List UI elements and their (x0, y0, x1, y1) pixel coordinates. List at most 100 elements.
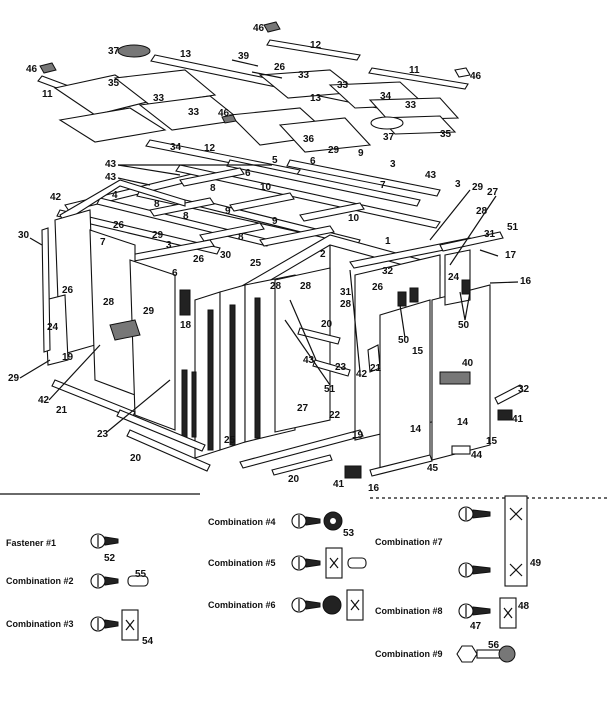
callout-23: 23 (335, 362, 347, 373)
hardware-legend: Fastener #1 52 Combination #2 55 Combina… (6, 495, 542, 663)
roof-strip-39 (231, 59, 259, 67)
callout-39: 39 (238, 51, 250, 62)
screw-washer-plate-icon (291, 589, 364, 621)
callout-42: 42 (356, 369, 368, 380)
screw-long-plate-icon (458, 495, 528, 587)
callout-43: 43 (105, 159, 117, 170)
vent-37-left (117, 44, 151, 58)
callout-3: 3 (166, 240, 172, 251)
callout-2: 2 (320, 249, 326, 260)
callout-26: 26 (372, 282, 384, 293)
callout-9: 9 (358, 148, 364, 159)
wall-panel-28-left (89, 229, 136, 396)
callout-17: 17 (505, 250, 517, 261)
combination-8-label: Combination #8 (375, 606, 443, 616)
callout-37: 37 (108, 46, 120, 57)
callout-23: 23 (97, 429, 109, 440)
stud-30-left (41, 227, 51, 353)
screw-plate-cap-icon (291, 547, 367, 579)
block-41-right (497, 409, 513, 421)
callout-4: 4 (112, 190, 118, 201)
trim-strip-e (191, 371, 197, 438)
trim-strip-b (229, 304, 236, 446)
callout-43: 43 (425, 170, 437, 181)
callout-31: 31 (340, 287, 352, 298)
callout-41: 41 (512, 414, 524, 425)
callout-5: 5 (272, 155, 278, 166)
callout-14: 14 (410, 424, 422, 435)
combination-6-label: Combination #6 (208, 600, 276, 610)
right-door-14-a (379, 299, 431, 473)
callout-9: 9 (272, 216, 278, 227)
callout-33: 33 (337, 80, 349, 91)
screw-icon (90, 533, 119, 549)
callout-26: 26 (193, 254, 205, 265)
callout-25: 25 (250, 258, 262, 269)
clip-46-mid (221, 114, 237, 124)
callout-16: 16 (368, 483, 380, 494)
roof-trim-12 (266, 39, 361, 61)
callout-12: 12 (310, 40, 322, 51)
callout-28: 28 (340, 299, 352, 310)
callout-32: 32 (518, 384, 530, 395)
callout-27: 27 (297, 403, 309, 414)
roof-panels-group (37, 21, 471, 177)
callout-6: 6 (310, 156, 316, 167)
callout-8: 8 (183, 211, 189, 222)
callout-11: 11 (409, 65, 420, 76)
door-stop-18 (179, 289, 191, 316)
combination-9-label: Combination #9 (375, 649, 443, 659)
callout-28: 28 (300, 281, 312, 292)
callout-44: 44 (471, 450, 483, 461)
screw-with-cap-icon (90, 573, 149, 589)
callout-15: 15 (486, 436, 498, 447)
trim-strip-c (254, 297, 261, 439)
rail-23-mid (312, 359, 351, 377)
callout-30: 30 (18, 230, 30, 241)
callout-12: 12 (204, 143, 216, 154)
vent-37-right (370, 116, 404, 130)
roof-panel-33-b (58, 107, 167, 143)
callout-19: 19 (352, 430, 364, 441)
callout-36: 36 (303, 134, 315, 145)
part-55: 55 (135, 569, 147, 580)
callout-20: 20 (288, 474, 300, 485)
floor-rails-group (51, 327, 524, 479)
combination-3-label: Combination #3 (6, 619, 74, 629)
callout-10: 10 (348, 213, 360, 224)
callout-29: 29 (8, 373, 20, 384)
callout-41: 41 (333, 479, 345, 490)
callout-34: 34 (380, 91, 392, 102)
callout-7: 7 (380, 180, 386, 191)
rail-31 (439, 231, 504, 252)
callout-32: 32 (382, 266, 394, 277)
callout-43: 43 (303, 355, 315, 366)
cross-beam-8b (149, 197, 215, 217)
part-48: 48 (518, 601, 530, 612)
floor-rail-32 (494, 384, 524, 405)
callout-13: 13 (180, 49, 192, 60)
clip-46-left (39, 62, 57, 74)
callout-25: 25 (224, 435, 236, 446)
callout-35: 35 (440, 129, 452, 140)
block-44 (451, 445, 471, 455)
callout-26: 26 (62, 285, 74, 296)
callout-26: 26 (274, 62, 286, 73)
callout-15: 15 (412, 346, 424, 357)
screw-nut-plate-icon (458, 597, 517, 629)
callout-21: 21 (56, 405, 68, 416)
callout-46: 46 (253, 23, 265, 34)
callout-29: 29 (152, 230, 164, 241)
top-beam-d (286, 159, 441, 197)
callouts-group: 46 12 37 13 39 26 33 11 46 46 35 33 13 3… (8, 23, 532, 494)
callout-22: 22 (329, 410, 341, 421)
callout-42: 42 (50, 192, 62, 203)
callout-30: 30 (220, 250, 232, 261)
callout-28: 28 (270, 281, 282, 292)
roof-panel-34 (368, 97, 460, 121)
callout-42: 42 (38, 395, 50, 406)
combination-2-label: Combination #2 (6, 576, 74, 586)
walls-group (41, 209, 491, 473)
callout-20: 20 (130, 453, 142, 464)
callout-7: 7 (100, 237, 106, 248)
